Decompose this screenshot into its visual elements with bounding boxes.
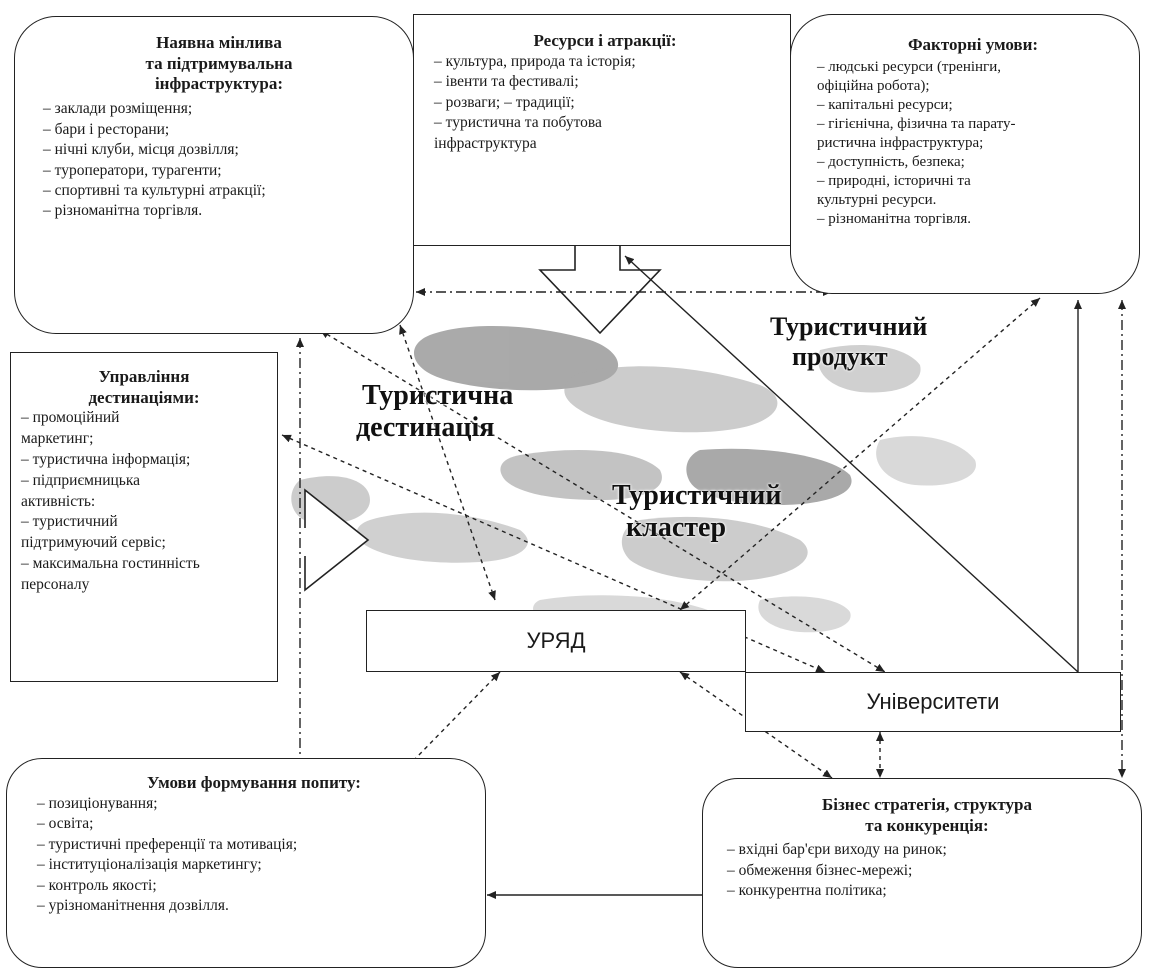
infrastructure-title: Наявна мінлива та підтримувальна інфраст… bbox=[43, 33, 395, 95]
label-tourist-destination-line1: Туристична bbox=[362, 380, 514, 411]
management-title-line: Управління bbox=[98, 367, 190, 386]
business-title: Бізнес стратегія, структура та конкуренц… bbox=[727, 795, 1127, 836]
list-item: ристична інфраструктура; bbox=[817, 134, 984, 151]
list-item: – позиціонування; bbox=[37, 794, 158, 812]
resources-title-line: Ресурси і атракції: bbox=[533, 31, 677, 50]
list-item: – гігієнічна, фізична та парату- bbox=[817, 115, 1016, 132]
list-item: інфраструктура bbox=[434, 134, 537, 152]
infrastructure-title-line: та підтримувальна bbox=[145, 53, 293, 73]
demand-list: – позиціонування; – освіта; – туристичні… bbox=[37, 794, 471, 917]
list-item: – промоційний маркетинг; bbox=[21, 409, 120, 448]
universities-label: Університети bbox=[866, 689, 1000, 714]
list-item: – заклади розміщення; bbox=[43, 100, 193, 118]
resources-down-arrow bbox=[538, 245, 662, 335]
list-item: – освіта; bbox=[37, 815, 94, 833]
demand-title-line: Умови формування попиту: bbox=[147, 773, 361, 792]
management-universities-dashed bbox=[281, 434, 826, 673]
list-item: – туристичні преференції та мотивація; bbox=[37, 835, 298, 853]
list-item: – спортивні та культурні атракції; bbox=[43, 182, 266, 200]
list-item: – різноманітна торгівля. bbox=[817, 211, 972, 228]
business-list: – вхідні бар'єри виходу на ринок; – обме… bbox=[727, 840, 1127, 901]
list-item: культурні ресурси. bbox=[817, 192, 937, 209]
list-item: – обмеження бізнес-мережі; bbox=[727, 861, 913, 879]
list-item: – туроператори, турагенти; bbox=[43, 161, 222, 179]
universities-box: Університети bbox=[745, 672, 1121, 732]
infrastructure-title-line: Наявна мінлива bbox=[156, 33, 282, 52]
label-tourist-cluster-line2: кластер bbox=[626, 512, 727, 544]
label-tourist-destination-line2: дестинація bbox=[356, 412, 495, 444]
infrastructure-list: – заклади розміщення; – бари і ресторани… bbox=[43, 99, 395, 222]
list-item: – вхідні бар'єри виходу на ринок; bbox=[727, 841, 947, 859]
label-tourist-cluster-line1: Туристичний bbox=[612, 480, 782, 511]
list-item: – івенти та фестивалі; bbox=[434, 73, 579, 91]
demand-title: Умови формування попиту: bbox=[37, 773, 471, 794]
list-item: – туристичний підтримуючий сервіс; bbox=[21, 513, 166, 552]
list-item: – природні, історичні та bbox=[817, 173, 971, 190]
management-list: – промоційний маркетинг; – туристична ін… bbox=[21, 408, 200, 595]
label-tourist-cluster: Туристичний кластер bbox=[612, 480, 782, 544]
infrastructure-box: Наявна мінлива та підтримувальна інфраст… bbox=[14, 16, 414, 334]
resources-box: Ресурси і атракції: – культура, природа … bbox=[413, 14, 791, 246]
business-title-line: та конкуренція: bbox=[865, 815, 989, 835]
factors-list: – людські ресурси (тренінги, офіційна ро… bbox=[817, 58, 1129, 229]
infrastructure-title-line: інфраструктура: bbox=[154, 74, 284, 94]
list-item: – конкурентна політика; bbox=[727, 882, 887, 900]
management-box: Управління дестинаціями: – промоційний м… bbox=[10, 352, 278, 682]
label-tourist-destination: Туристична дестинація bbox=[356, 380, 513, 444]
management-title: Управління дестинаціями: bbox=[21, 367, 267, 408]
demand-box: Умови формування попиту: – позиціонуванн… bbox=[6, 758, 486, 968]
list-item: – підприємницька активність: bbox=[21, 471, 141, 510]
factors-title-line: Факторні умови: bbox=[907, 35, 1039, 54]
list-item: – людські ресурси (тренінги, bbox=[817, 58, 1001, 75]
list-item: – контроль якості; bbox=[37, 876, 157, 894]
list-item: офіційна робота); bbox=[817, 77, 930, 94]
list-item: – культура, природа та історія; bbox=[434, 52, 636, 70]
list-item: – бари і ресторани; bbox=[43, 120, 170, 138]
label-tourist-product-line1: Туристичний bbox=[770, 312, 928, 341]
government-business-dashed bbox=[679, 671, 833, 779]
list-item: – капітальні ресурси; bbox=[817, 96, 953, 113]
list-item: – туристична інформація; bbox=[21, 451, 191, 468]
business-title-line: Бізнес стратегія, структура bbox=[821, 795, 1032, 814]
list-item: – урізноманітнення дозвілля. bbox=[37, 897, 229, 914]
factors-title: Факторні умови: bbox=[817, 35, 1129, 56]
label-tourist-product: Туристичний продукт bbox=[770, 312, 927, 372]
label-tourist-product-line2: продукт bbox=[792, 341, 888, 371]
factors-box: Факторні умови: – людські ресурси (трені… bbox=[790, 14, 1140, 294]
list-item: – розваги; – традиції; bbox=[434, 93, 575, 111]
resources-title: Ресурси і атракції: bbox=[434, 31, 776, 52]
list-item: – інституціоналізація маркетингу; bbox=[37, 856, 262, 874]
management-title-line: дестинаціями: bbox=[88, 387, 200, 407]
list-item: – доступність, безпека; bbox=[817, 153, 965, 170]
list-item: – туристична та побутова bbox=[434, 114, 602, 132]
government-box: УРЯД bbox=[366, 610, 746, 672]
business-box: Бізнес стратегія, структура та конкуренц… bbox=[702, 778, 1142, 968]
list-item: – різноманітна торгівля. bbox=[43, 202, 203, 220]
resources-list: – культура, природа та історія; – івенти… bbox=[434, 52, 776, 154]
government-label: УРЯД bbox=[526, 628, 586, 653]
list-item: – максимальна гостинність персоналу bbox=[21, 554, 200, 593]
list-item: – нічні клуби, місця дозвілля; bbox=[43, 141, 239, 159]
